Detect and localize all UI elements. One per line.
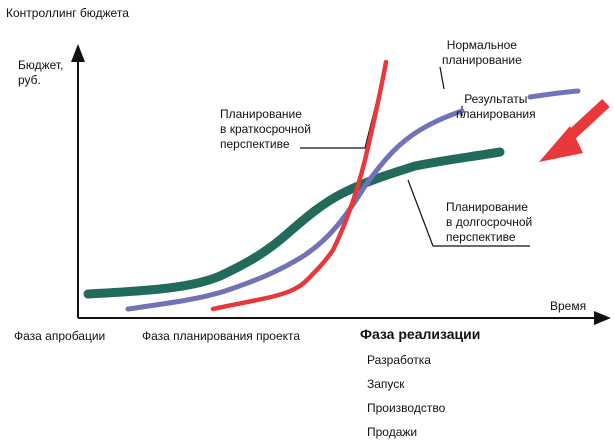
step-production: Производство bbox=[367, 401, 446, 415]
curve-long-term bbox=[83, 147, 505, 299]
step-development: Разработка bbox=[367, 353, 431, 367]
step-launch: Запуск bbox=[367, 377, 405, 391]
label-normal: Нормальное планирование bbox=[442, 38, 522, 67]
x-axis-label: Время bbox=[550, 299, 587, 313]
y-axis-label: Бюджет, руб. bbox=[18, 58, 64, 87]
label-results: Результаты планирования bbox=[456, 92, 536, 121]
leader-line-long-term bbox=[407, 179, 530, 247]
leader-line-normal bbox=[439, 66, 445, 90]
curve-normal bbox=[125, 88, 581, 312]
label-long-term: Планирование в долгосрочной перспективе bbox=[446, 200, 533, 244]
label-short-term: Планирование в краткосрочной перспективе bbox=[220, 107, 311, 151]
phase-implementation: Фаза реализации bbox=[360, 326, 481, 342]
red-arrow-head bbox=[539, 126, 583, 162]
step-sales: Продажи bbox=[367, 425, 418, 439]
diagram-title: Контроллинг бюджета bbox=[6, 6, 129, 20]
curve-short-term bbox=[210, 59, 389, 312]
y-axis-arrowhead bbox=[71, 44, 85, 62]
x-axis-arrowhead bbox=[594, 311, 611, 325]
phase-planning: Фаза планирования проекта bbox=[142, 329, 301, 343]
phase-approbation: Фаза апробации bbox=[14, 329, 106, 343]
